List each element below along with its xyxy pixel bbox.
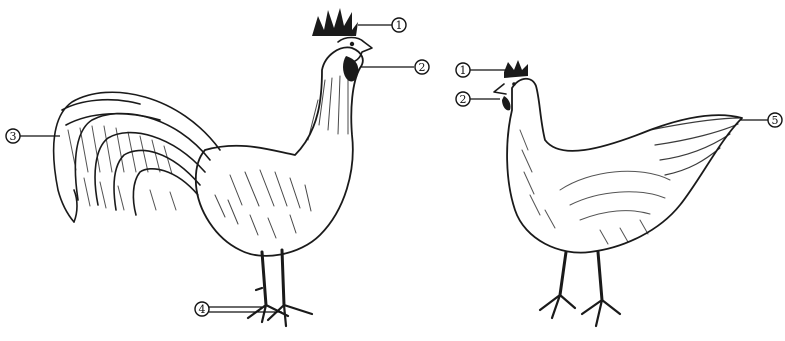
- rooster-callout-3: 3: [6, 129, 60, 143]
- hen-callout-5: 5: [740, 113, 782, 127]
- callout-number: 1: [460, 64, 467, 77]
- hen-callout-2: 2: [456, 92, 500, 106]
- callout-number: 4: [199, 303, 206, 316]
- callout-number: 2: [419, 61, 426, 74]
- callout-number: 3: [10, 130, 17, 143]
- rooster-legs: [262, 250, 284, 305]
- rooster-comb: [312, 8, 358, 36]
- hen-wattle: [502, 96, 511, 110]
- rooster-callout-1: 1: [358, 18, 406, 32]
- hen-comb: [504, 60, 528, 78]
- callout-number: 1: [396, 19, 403, 32]
- callout-number: 5: [772, 114, 779, 127]
- hen-drawing: [494, 60, 742, 326]
- callout-number: 2: [460, 93, 467, 106]
- rooster-body: [196, 47, 363, 255]
- rooster-drawing: [54, 8, 372, 326]
- hen-feet: [540, 295, 620, 326]
- rooster-callouts: 1 2 3 4: [6, 18, 429, 316]
- rooster-callout-2: 2: [360, 60, 429, 74]
- hen-body: [507, 79, 742, 253]
- rooster-eye: [350, 42, 354, 46]
- hen-beak: [494, 84, 506, 94]
- hen-eye: [512, 82, 516, 86]
- hen-legs: [560, 252, 602, 300]
- rooster-tail: [54, 92, 220, 222]
- hen-callout-1: 1: [456, 63, 506, 77]
- rooster-callout-4: 4: [195, 302, 282, 316]
